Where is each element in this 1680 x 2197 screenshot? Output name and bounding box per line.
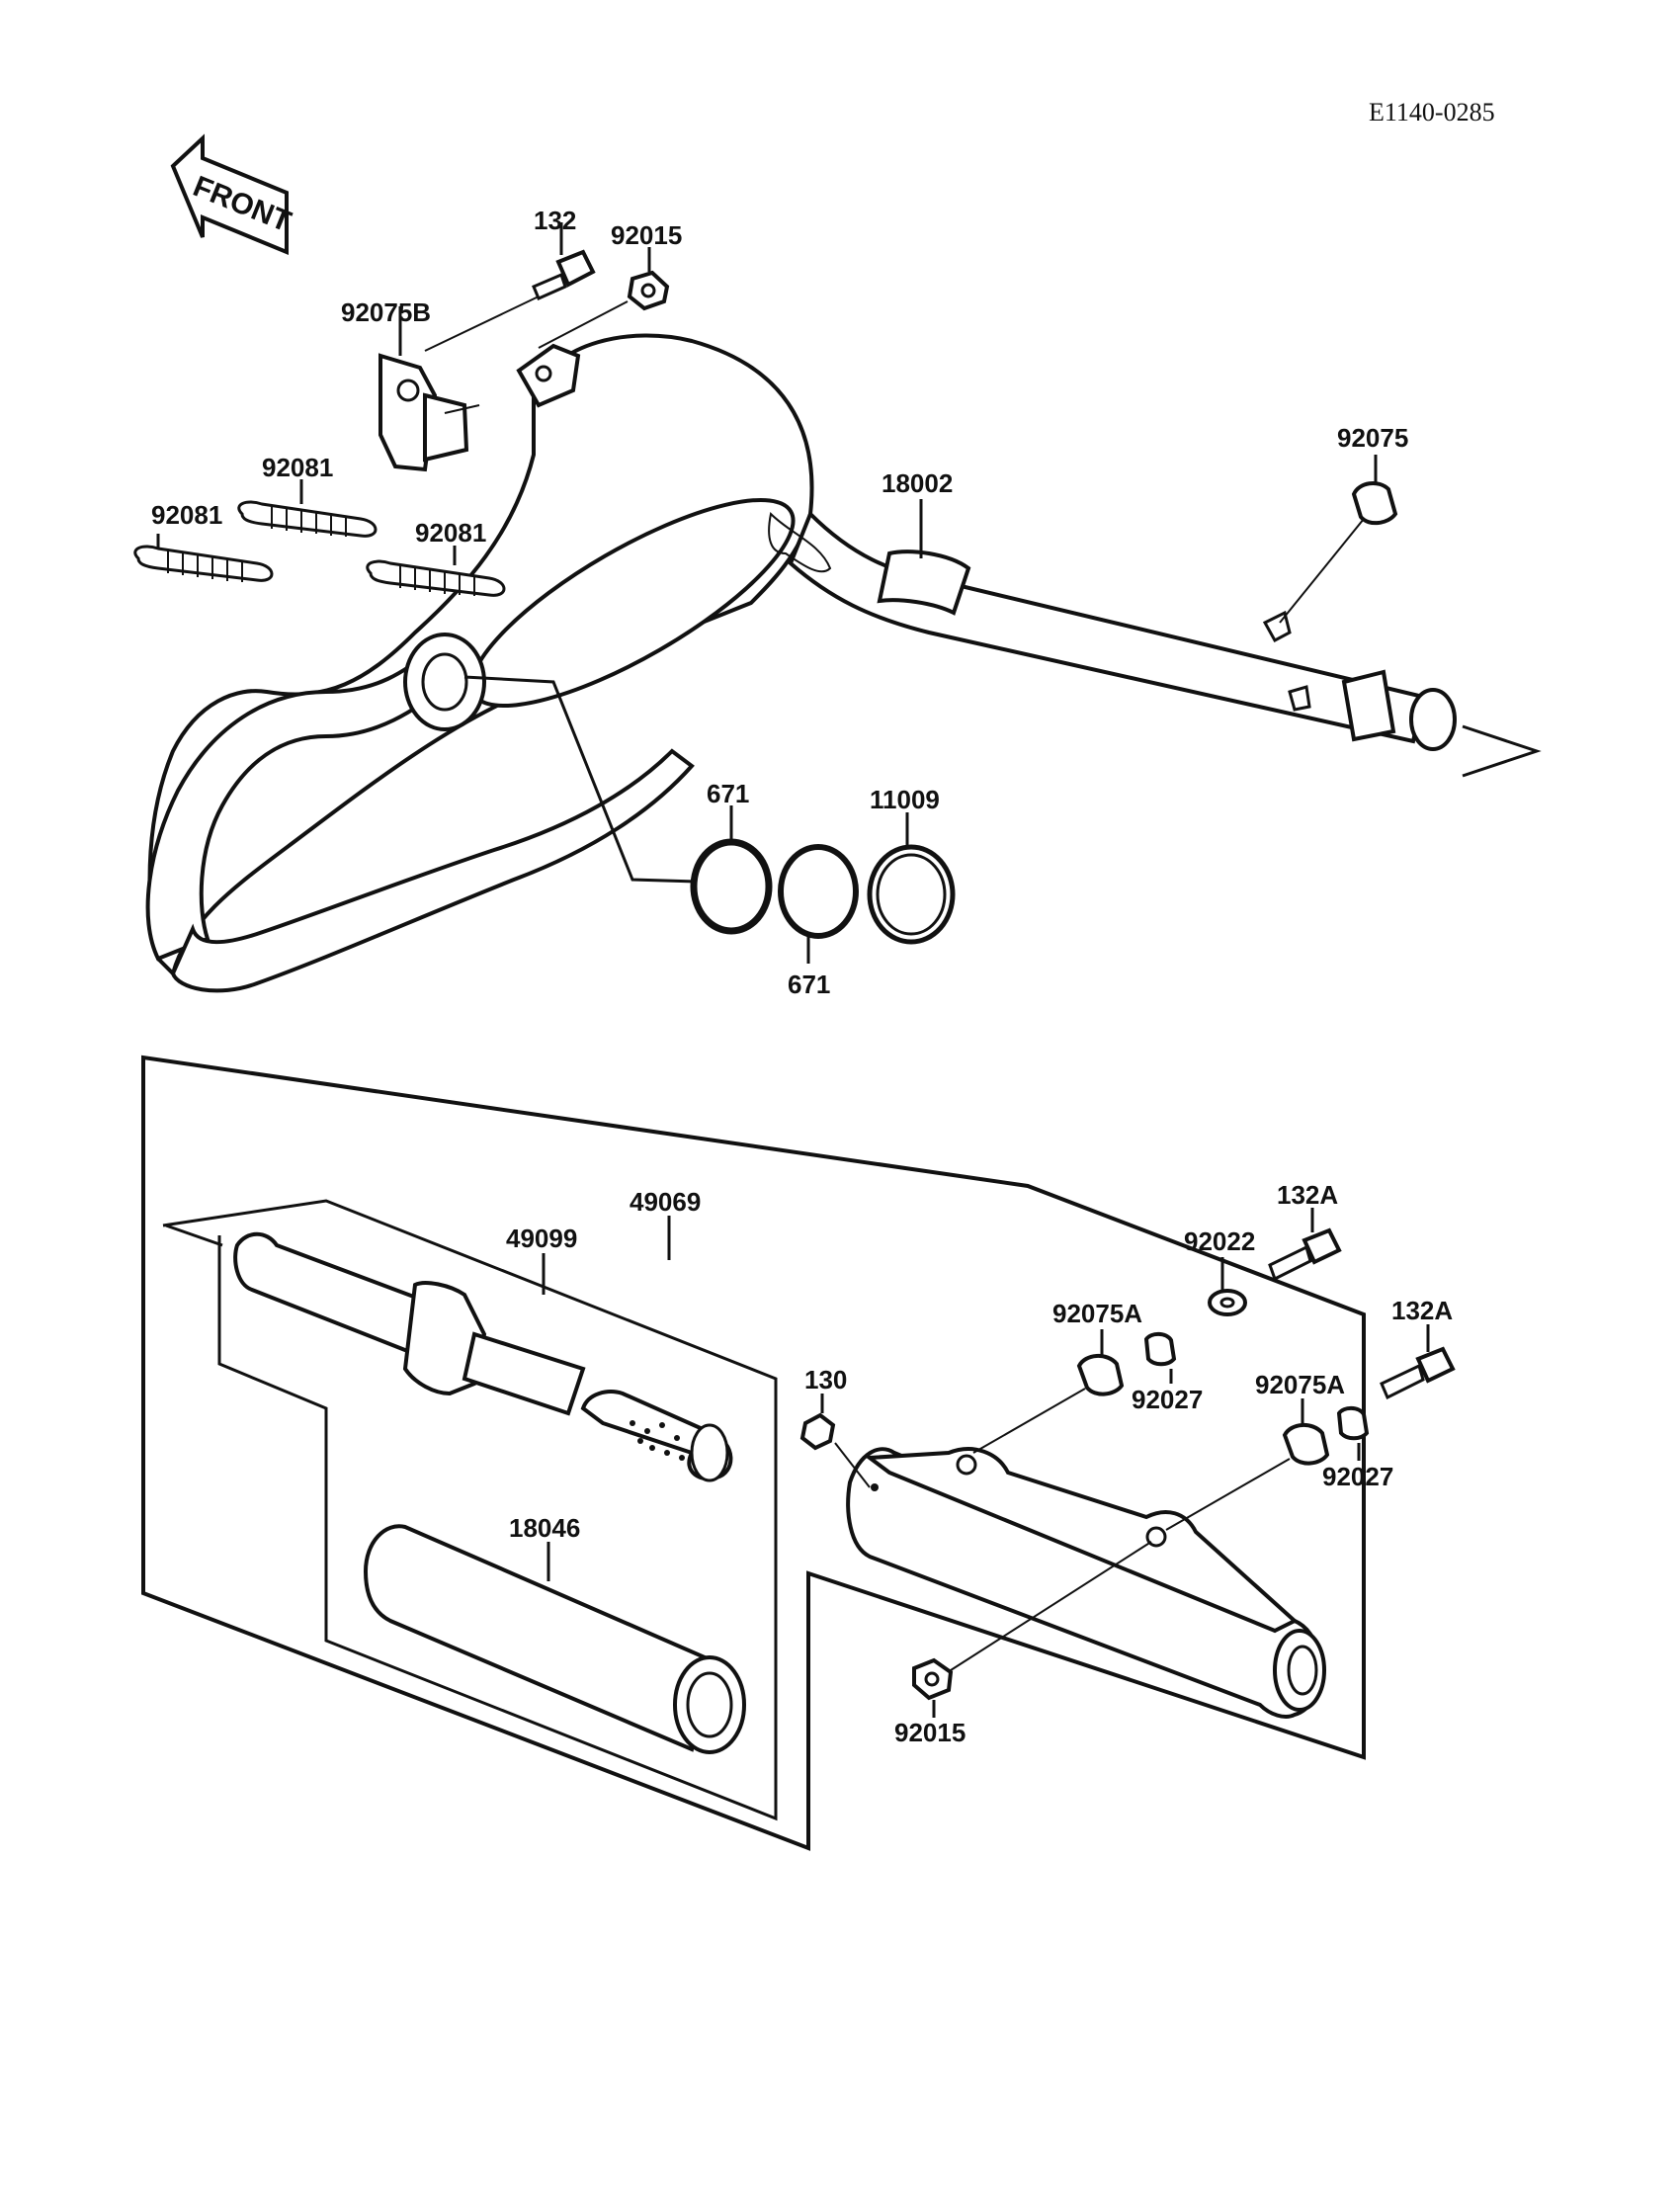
grommet-92075A-a-icon — [1076, 1354, 1125, 1396]
label-92075A-a: 92075A — [1052, 1299, 1142, 1328]
bolt-130-icon — [799, 1412, 836, 1451]
label-92027-b: 92027 — [1322, 1462, 1393, 1491]
label-671-b: 671 — [788, 970, 830, 999]
grommet-92075-icon — [1351, 481, 1398, 526]
front-arrow-icon: FRONT — [170, 133, 295, 255]
line-132-to-bracket — [424, 296, 540, 352]
o-ring-671-b-icon — [778, 844, 859, 939]
leader-flange — [463, 675, 698, 884]
inner-pipe-49099 — [233, 1231, 733, 1482]
sub-assembly-tick — [165, 1224, 223, 1247]
label-92081-a: 92081 — [262, 453, 333, 482]
label-49099: 49099 — [506, 1224, 577, 1253]
line-92075A-b-to-silencer — [1165, 1458, 1291, 1531]
label-132: 132 — [534, 206, 576, 235]
spring-92081-b-icon — [133, 545, 274, 582]
label-130: 130 — [804, 1365, 847, 1394]
silencer-body — [846, 1447, 1326, 1719]
bolt-132A-b-icon — [1380, 1346, 1456, 1400]
sub-assembly-boundary — [162, 1199, 778, 1821]
label-11009: 11009 — [870, 785, 940, 814]
bracket-92075B — [378, 353, 480, 472]
label-671-a: 671 — [707, 779, 749, 808]
silencer-packing-18046 — [363, 1524, 746, 1754]
expansion-chamber-18002 — [145, 333, 1457, 993]
label-92081-b: 92081 — [151, 500, 222, 530]
nut-92015-top-icon — [627, 270, 670, 311]
label-92075A-b: 92075A — [1255, 1370, 1345, 1399]
leader-stinger-end — [1462, 724, 1542, 778]
line-92075A-a-to-silencer — [972, 1388, 1086, 1454]
label-18046: 18046 — [509, 1513, 580, 1543]
nut-92015-bottom-icon — [912, 1657, 954, 1701]
bolt-132A-a-icon — [1268, 1227, 1342, 1282]
spring-92081-c-icon — [366, 559, 506, 597]
diagram-code: E1140-0285 — [1369, 98, 1495, 127]
line-92015-to-silencer — [950, 1541, 1152, 1671]
label-92075: 92075 — [1337, 423, 1408, 453]
line-92075-to-stinger — [1279, 518, 1365, 624]
spring-92081-a-icon — [237, 500, 378, 538]
label-92015-top: 92015 — [611, 220, 682, 250]
bolt-132-icon — [532, 249, 596, 300]
collar-92027-a-icon — [1143, 1331, 1177, 1367]
label-92022: 92022 — [1184, 1226, 1255, 1256]
label-92015-bottom: 92015 — [894, 1718, 966, 1747]
label-92027-a: 92027 — [1132, 1385, 1203, 1414]
o-ring-671-a-icon — [690, 838, 773, 935]
line-92015-to-bracket — [538, 300, 629, 349]
line-130-to-silencer — [834, 1442, 871, 1488]
collar-92027-b-icon — [1336, 1405, 1370, 1441]
label-18002: 18002 — [882, 468, 953, 498]
label-132A-b: 132A — [1391, 1296, 1453, 1325]
label-132A-a: 132A — [1277, 1180, 1338, 1210]
assembly-boundary — [141, 1055, 1366, 1851]
label-49069: 49069 — [630, 1187, 701, 1217]
washer-92022-icon — [1208, 1289, 1247, 1316]
gasket-11009-icon — [867, 844, 956, 945]
label-92075B: 92075B — [341, 297, 431, 327]
label-92081-c: 92081 — [415, 518, 486, 548]
grommet-92075A-b-icon — [1282, 1423, 1330, 1466]
